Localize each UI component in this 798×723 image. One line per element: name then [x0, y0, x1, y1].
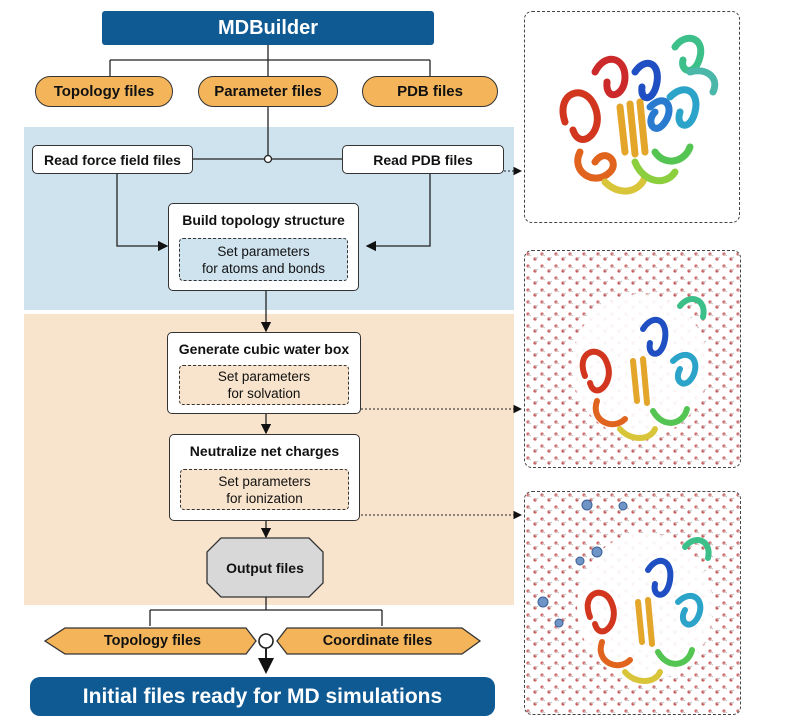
water-box-title: Generate cubic water box	[178, 341, 350, 357]
ionized-box-illustration	[525, 492, 740, 714]
input-topology-files: Topology files	[35, 76, 173, 107]
output-coordinate-label: Coordinate files	[322, 633, 433, 649]
solvation-line1: Set parameters	[217, 369, 311, 384]
water-box-illustration	[525, 251, 740, 467]
solvated-structure-image	[524, 250, 741, 468]
solvation-parameters: Set parameters for solvation	[179, 365, 349, 405]
input-pdb-files: PDB files	[362, 76, 498, 107]
page-title: MDBuilder	[102, 11, 434, 45]
output-files-shape	[206, 537, 324, 598]
ionization-parameters: Set parameters for ionization	[180, 469, 349, 510]
water-box-box: Generate cubic water box Set parameters …	[167, 332, 361, 414]
ionized-structure-image	[524, 491, 741, 715]
final-banner: Initial files ready for MD simulations	[30, 677, 495, 716]
build-topology-box: Build topology structure Set parameters …	[168, 203, 359, 291]
output-topology-label: Topology files	[103, 633, 202, 649]
protein-structure-image	[524, 11, 740, 223]
protein-ribbon-illustration	[559, 34, 719, 195]
ionization-line2: for ionization	[226, 490, 303, 506]
output-coordinate-shape	[276, 627, 482, 655]
output-topology-shape	[43, 627, 257, 655]
solvation-line2: for solvation	[227, 386, 301, 401]
atoms-bonds-parameters: Set parameters for atoms and bonds	[179, 238, 348, 281]
neutralize-title: Neutralize net charges	[189, 443, 340, 459]
atoms-bonds-line1: Set parameters	[217, 243, 310, 259]
ionization-line1: Set parameters	[218, 473, 311, 489]
atoms-bonds-line2: for atoms and bonds	[201, 260, 326, 276]
output-junction	[258, 633, 274, 649]
read-force-field-box: Read force field files	[32, 145, 193, 174]
build-topology-title: Build topology structure	[182, 212, 345, 228]
input-parameter-files: Parameter files	[198, 76, 338, 107]
read-pdb-box: Read PDB files	[342, 145, 504, 174]
neutralize-box: Neutralize net charges Set parameters fo…	[169, 434, 360, 521]
output-files-label: Output files	[226, 559, 304, 576]
